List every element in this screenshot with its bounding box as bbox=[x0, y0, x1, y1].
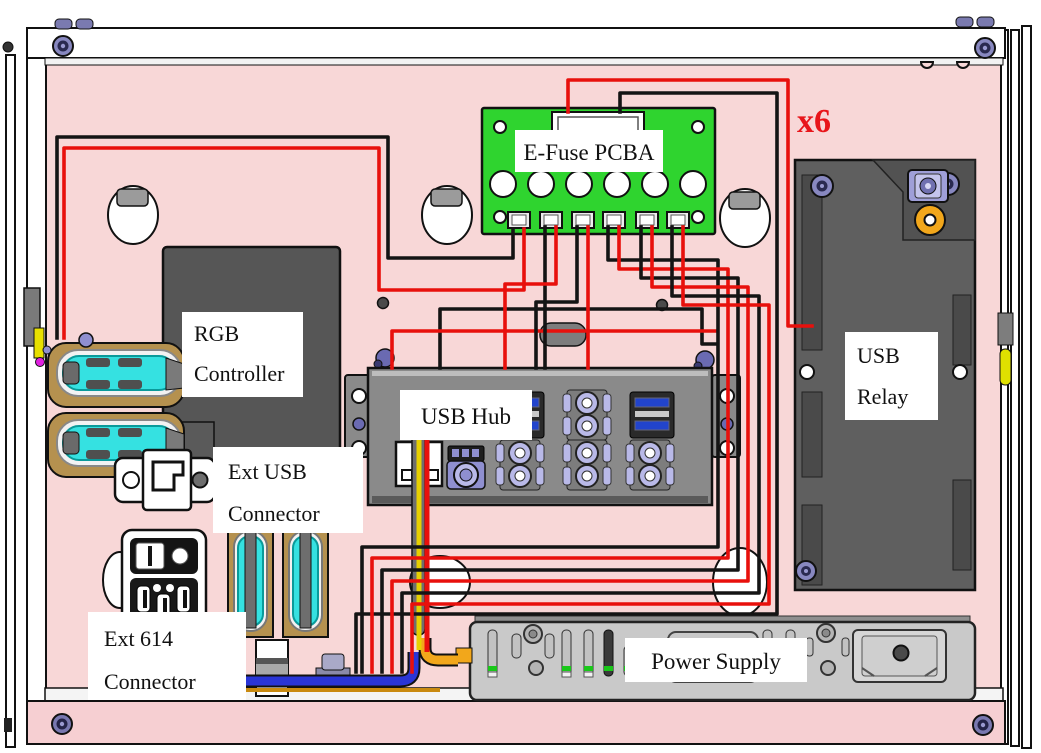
left-inner-wall bbox=[26, 29, 47, 711]
wire-black-mid bbox=[438, 307, 719, 370]
rgb-label-line2: Controller bbox=[194, 361, 285, 386]
top-bump bbox=[955, 16, 974, 28]
top-rail-lip bbox=[44, 57, 1004, 66]
round-lock-port-pair bbox=[562, 389, 612, 441]
rgb-label-line1: RGB bbox=[194, 321, 239, 346]
rgb-controller-label: RGB Controller bbox=[182, 312, 303, 397]
top-left-screw bbox=[52, 35, 74, 57]
efuse-holes bbox=[489, 170, 707, 198]
psu-screws-right bbox=[816, 623, 836, 676]
left-edge-wiring-bits bbox=[33, 327, 52, 367]
efuse-output-connectors bbox=[507, 211, 690, 229]
right-outer-wall bbox=[1021, 25, 1032, 749]
top-right-screw bbox=[974, 37, 996, 59]
usb-a-stack-port bbox=[629, 391, 675, 439]
relay-hole bbox=[952, 364, 968, 380]
psu-input-stub bbox=[455, 647, 473, 664]
efuse-label: E-Fuse PCBA bbox=[515, 130, 663, 172]
usb-port-glyph bbox=[151, 460, 185, 492]
rail-notch bbox=[955, 61, 971, 69]
wire-black-ch3 bbox=[534, 225, 579, 370]
usb-relay-label: USB Relay bbox=[845, 332, 938, 420]
relay-screw bbox=[795, 560, 817, 582]
ext-usb-connector-plate bbox=[113, 448, 217, 512]
hub-aux-connector bbox=[446, 445, 486, 490]
usb-relay-label-line2: Relay bbox=[857, 384, 908, 409]
wire-red-mid bbox=[390, 329, 718, 370]
tube-wire-terminal bbox=[78, 332, 94, 348]
wiring bbox=[55, 78, 814, 674]
blue-conduit bbox=[246, 652, 419, 686]
wire-red-ch6 bbox=[410, 225, 771, 674]
ext-614-label: Ext 614 Connector bbox=[88, 612, 246, 700]
relay-sma-connector bbox=[914, 204, 946, 236]
oval-cutout bbox=[421, 185, 473, 245]
wire-black-lamp-loop bbox=[55, 135, 515, 340]
wire-red-ch5 bbox=[390, 225, 750, 674]
round-lock-port-pair bbox=[562, 439, 612, 491]
vertical-tube-assembly bbox=[227, 504, 274, 638]
ext-614-label-line2: Connector bbox=[104, 669, 196, 694]
top-bump bbox=[75, 18, 94, 30]
right-rail-latch-yellow bbox=[999, 348, 1012, 386]
panel-screw bbox=[376, 296, 390, 310]
ext-614-label-line1: Ext 614 bbox=[104, 626, 173, 651]
labels: E-Fuse PCBA x6 RGB Controller USB Hub US… bbox=[88, 103, 938, 700]
right-inner-wall bbox=[1000, 29, 1009, 745]
efuse-label-text: E-Fuse PCBA bbox=[524, 140, 655, 165]
round-lock-port-pair bbox=[495, 439, 545, 491]
oval-cutout bbox=[107, 185, 159, 245]
top-bump bbox=[54, 18, 73, 30]
right-rail-block bbox=[997, 312, 1014, 346]
wire-red-ch4 bbox=[370, 225, 730, 674]
left-corner-tab bbox=[4, 718, 12, 732]
wire-red-lamp-loop bbox=[62, 146, 526, 340]
bottom-left-screw bbox=[51, 713, 73, 735]
rail-notch bbox=[919, 61, 935, 69]
power-supply-label: Power Supply bbox=[625, 638, 807, 682]
right-mid-wall bbox=[1010, 29, 1020, 747]
wire-black-ch6 bbox=[400, 225, 761, 674]
wire-black-efuse-feed bbox=[354, 91, 779, 674]
usb-hub-label: USB Hub bbox=[400, 390, 532, 440]
cable-tie-mount bbox=[373, 348, 395, 369]
usb-relay-label-line1: USB bbox=[857, 343, 900, 368]
relay-screw bbox=[810, 174, 834, 198]
bottom-cabling bbox=[246, 638, 458, 697]
hub-cable-bundle bbox=[411, 429, 430, 652]
bottom-right-screw bbox=[972, 714, 994, 736]
wire-black-ch4 bbox=[360, 225, 720, 674]
purple-wire-stub bbox=[42, 345, 52, 355]
relay-antenna-connector bbox=[907, 169, 949, 203]
oblong-slot bbox=[539, 322, 587, 347]
wire-black-ch5 bbox=[380, 225, 740, 674]
power-supply-label-text: Power Supply bbox=[651, 649, 781, 674]
multiplier-annotation: x6 bbox=[797, 103, 831, 140]
top-rail bbox=[26, 27, 1006, 59]
top-bump bbox=[976, 16, 995, 28]
wire-red-efuse-feed bbox=[566, 78, 814, 328]
ext-usb-label: Ext USB Connector bbox=[213, 447, 363, 533]
oval-cutout bbox=[719, 188, 771, 248]
left-outer-wall bbox=[5, 54, 16, 748]
left-edge-screw bbox=[2, 41, 14, 53]
magenta-wire-stub bbox=[35, 357, 45, 367]
round-lock-port-pair bbox=[625, 439, 675, 491]
ext-usb-label-line1: Ext USB bbox=[228, 459, 307, 484]
yellow-wire-stub bbox=[33, 327, 45, 359]
bottom-rail bbox=[26, 700, 1006, 745]
relay-hole bbox=[799, 364, 815, 380]
psu-recessed-panel bbox=[852, 629, 947, 683]
usb-hub-label-text: USB Hub bbox=[421, 404, 511, 429]
ext-usb-label-line2: Connector bbox=[228, 501, 320, 526]
tie-mount-cap bbox=[321, 653, 345, 671]
wire-red-ch2 bbox=[503, 225, 558, 370]
